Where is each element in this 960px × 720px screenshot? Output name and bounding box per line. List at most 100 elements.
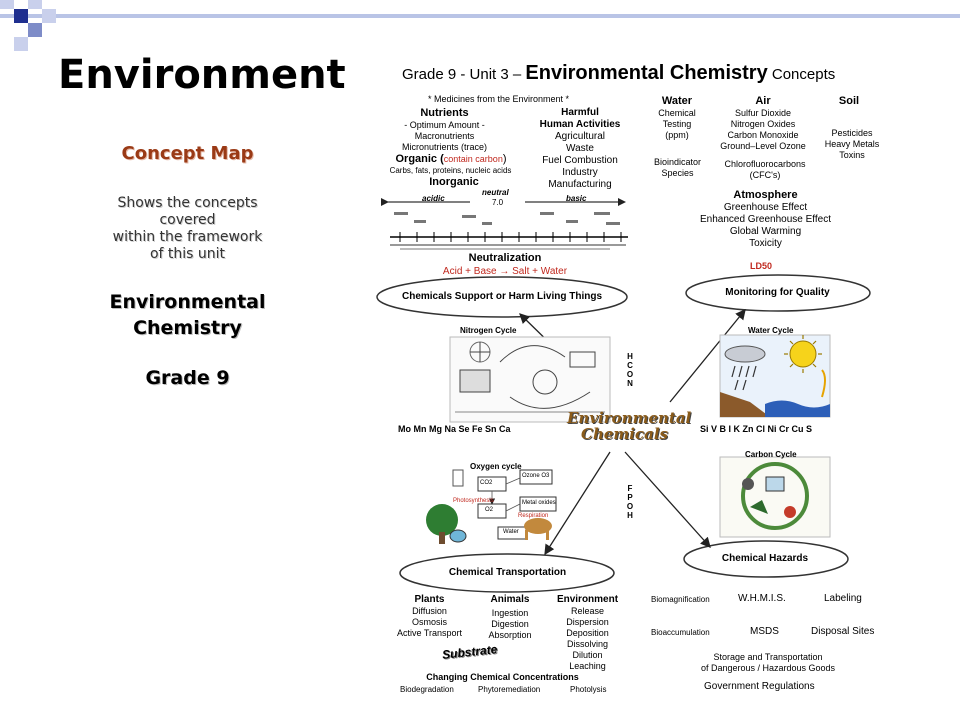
soil-title: Soil [838, 95, 860, 107]
description-line: covered [159, 212, 216, 228]
description-line: of this unit [149, 246, 226, 262]
organic-red-text: contain carbon [443, 154, 503, 164]
monitoring-label: Monitoring for Quality [725, 287, 830, 298]
disposal-label: Disposal Sites [811, 626, 875, 637]
fpoh-label: F P O H [626, 484, 634, 520]
unit-name: Environmental Chemistry [95, 289, 280, 341]
ph-seven-label: 7.0 [492, 198, 504, 207]
government-label: Government Regulations [704, 681, 815, 692]
environment-line: Deposition [566, 628, 609, 638]
labeling-label: Labeling [824, 593, 862, 604]
air-line: Carbon Monoxide [727, 130, 799, 140]
atmosphere-title: Atmosphere [733, 189, 798, 201]
bioindicator-label: Bioindicator Species [645, 157, 710, 179]
biodegradation-label: Biodegradation [400, 685, 454, 694]
hcon-letter: N [627, 379, 633, 388]
oxygen-photo-label: Photosynthesis [453, 498, 494, 504]
water-line: Chemical [658, 108, 696, 118]
hazards-label: Chemical Hazards [721, 553, 809, 564]
oxygen-water-label: Water [503, 529, 519, 535]
whmis-label: W.H.M.I.S. [738, 593, 786, 604]
description-line: within the framework [112, 229, 263, 245]
phytoremediation-label: Phytoremediation [478, 685, 541, 694]
environment-line: Dilution [572, 650, 603, 660]
soil-line: Toxins [839, 150, 865, 160]
nutrients-line: Macronutrients [414, 131, 475, 141]
water-line: (ppm) [665, 130, 689, 140]
hcon-letter: O [626, 370, 634, 379]
air-block: Air Sulfur Dioxide Nitrogen Oxides Carbo… [718, 95, 808, 152]
neutralization-title: Neutralization [468, 252, 542, 264]
slide-title: Environment [58, 52, 346, 98]
nutrients-line: - Optimum Amount - [404, 120, 485, 130]
environment-title: Environment [556, 594, 619, 605]
animals-block: Animals Ingestion Digestion Absorption [480, 594, 540, 641]
soil-block: Pesticides Heavy Metals Toxins [817, 128, 887, 161]
bioaccumulation-label: Bioaccumulation [651, 628, 710, 637]
animals-line: Ingestion [491, 608, 529, 618]
carbon-cycle-title: Carbon Cycle [745, 450, 797, 459]
decorative-square [28, 23, 42, 37]
atmosphere-line: Greenhouse Effect [723, 202, 808, 213]
arrow-to-monitoring [669, 308, 746, 403]
animals-line: Digestion [491, 619, 529, 629]
environment-line: Dissolving [566, 639, 608, 649]
organic-label: Organic (contain carbon) [392, 153, 510, 166]
harmful-line: Industry [562, 167, 598, 178]
air-title: Air [755, 95, 771, 107]
environment-block: Environment Release Dispersion Depositio… [550, 594, 625, 672]
environment-line: Release [570, 606, 605, 616]
storage-line: Storage and Transportation [713, 652, 823, 662]
fpoh-letter: F [627, 484, 633, 493]
msds-label: MSDS [750, 626, 779, 637]
ph-basic-label: basic [566, 194, 587, 203]
oxygen-co2-label: CO2 [480, 480, 493, 486]
harmful-line: Human Activities [539, 119, 621, 130]
harmful-line: Manufacturing [548, 179, 612, 190]
harmful-block: Harmful Human Activities Agricultural Wa… [525, 107, 635, 191]
cfc-line: Chlorofluorocarbons [724, 159, 806, 169]
ld50-label: LD50 [750, 261, 773, 271]
decorative-square [14, 37, 28, 51]
medicines-label: * Medicines from the Environment * [428, 94, 570, 104]
hcon-letter: H [627, 352, 633, 361]
soil-line: Heavy Metals [824, 139, 880, 149]
center-line: Chemicals [581, 425, 668, 443]
concept-map-description: Shows the concepts covered within the fr… [95, 195, 280, 263]
oxygen-o2-label: O2 [485, 507, 494, 513]
nutrients-line: Micronutrients (trace) [401, 142, 488, 152]
nitrogen-cycle-title: Nitrogen Cycle [460, 326, 517, 335]
storage-label: Storage and Transportation of Dangerous … [688, 652, 848, 674]
atmosphere-line: Enhanced Greenhouse Effect [699, 214, 832, 225]
atmosphere-line: Toxicity [749, 238, 782, 249]
unit-line: Environmental [109, 291, 266, 313]
ph-scale [381, 198, 628, 250]
bioindicator-line: Bioindicator [653, 157, 702, 167]
air-line: Nitrogen Oxides [730, 119, 796, 129]
photolysis-label: Photolysis [570, 685, 607, 694]
decorative-square [28, 0, 42, 9]
transport-label: Chemical Transportation [448, 567, 567, 578]
elements-left: Mo Mn Mg Na Se Fe Sn Ca [398, 424, 511, 434]
water-block: Water Chemical Testing (ppm) [652, 95, 702, 141]
concept-map-graphics [376, 198, 871, 593]
ph-acidic-label: acidic [422, 194, 445, 203]
monitoring-ellipse [685, 274, 871, 312]
fpoh-letter: H [627, 511, 633, 520]
plants-line: Active Transport [396, 628, 463, 638]
harmful-line: Fuel Combustion [542, 155, 618, 166]
nitrogen-cycle-diagram [449, 336, 611, 423]
nutrients-block: Nutrients - Optimum Amount - Macronutrie… [392, 107, 497, 153]
concept-map-title: Concept Map [121, 143, 254, 164]
support-harm-ellipse [376, 276, 628, 318]
environmental-chemicals-center: Environmental Chemicals [567, 409, 692, 443]
top-decorative-line [0, 14, 960, 18]
atmosphere-block: Atmosphere Greenhouse Effect Enhanced Gr… [688, 189, 843, 250]
plants-block: Plants Diffusion Osmosis Active Transpor… [392, 594, 467, 639]
storage-line: of Dangerous / Hazardous Goods [700, 663, 836, 673]
water-cycle-title: Water Cycle [748, 326, 794, 335]
hcon-label: H C O N [626, 352, 634, 388]
plants-title: Plants [414, 594, 445, 605]
center-line: Environmental [567, 409, 692, 427]
oxygen-resp-label: Respiration [518, 513, 549, 519]
